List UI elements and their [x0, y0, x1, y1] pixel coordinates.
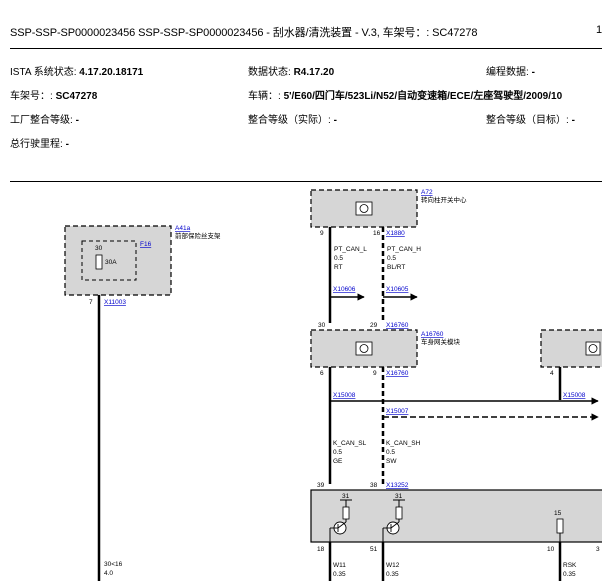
- pt-can-h-label: PT_CAN_H: [387, 246, 421, 253]
- a16760-id[interactable]: A16760: [421, 331, 444, 338]
- pin-3: 3: [596, 546, 600, 553]
- total-mileage-label: 总行驶里程:: [10, 139, 66, 150]
- ista-status-label: ISTA 系统状态:: [10, 67, 80, 78]
- pin-9b: 9: [373, 370, 377, 377]
- total-mileage: 总行驶里程: -: [10, 135, 69, 150]
- pin-18: 18: [317, 546, 325, 553]
- rsk-size: 0.35: [563, 571, 576, 578]
- f16-rating: 30A: [105, 259, 117, 266]
- x13252-link[interactable]: X13252: [386, 482, 409, 489]
- pin-7: 7: [89, 299, 93, 306]
- vehicle-value: 5'/E60/四门车/523Li/N52/自动变速箱/ECE/左座驾驶型/200…: [283, 91, 563, 102]
- vin: 车架号：: SC47278: [10, 87, 97, 102]
- pin-30: 30: [318, 322, 326, 329]
- document-title: SSP-SSP-SP0000023456 SSP-SSP-SP000002345…: [10, 27, 478, 39]
- pin-9: 9: [320, 230, 324, 237]
- ista-status: ISTA 系统状态: 4.17.20.18171: [10, 63, 143, 78]
- x15008-right-link[interactable]: X15008: [563, 392, 586, 399]
- right-module-box: [540, 329, 602, 368]
- page-number: 1: [596, 24, 602, 36]
- wiper-control-module-box: [310, 489, 602, 543]
- target-integration-label: 整合等级（目标）:: [486, 115, 572, 126]
- target-integration-level: 整合等级（目标）: -: [486, 111, 575, 126]
- fuse-icon: [95, 254, 103, 270]
- pin-51: 51: [370, 546, 378, 553]
- front-fuse-carrier: [64, 225, 172, 296]
- pt-can-l-size: 0.5: [334, 255, 343, 262]
- pin-31b: 31: [395, 493, 403, 500]
- pt-can-h-size: 0.5: [387, 255, 396, 262]
- a72-id[interactable]: A72: [421, 189, 433, 196]
- steering-column-switch-box: [310, 189, 418, 228]
- programming-data-label: 编程数据:: [486, 67, 532, 78]
- pin-6: 6: [320, 370, 324, 377]
- k-can-sh-color: SW: [386, 458, 397, 465]
- target-integration-value: -: [571, 115, 575, 126]
- programming-data: 编程数据: -: [486, 63, 535, 78]
- vin-label: 车架号：:: [10, 91, 56, 102]
- transistor-1: 31: [329, 493, 352, 542]
- diagram-divider: [10, 181, 602, 182]
- actual-integration-value: -: [333, 115, 337, 126]
- a41a-id[interactable]: A41a: [175, 225, 191, 232]
- x16760-bottom-link[interactable]: X16760: [386, 370, 409, 377]
- data-status: 数据状态: R4.17.20: [248, 63, 334, 78]
- total-mileage-value: -: [65, 139, 69, 150]
- x10605-link[interactable]: X10605: [386, 286, 409, 293]
- data-status-value: R4.17.20: [293, 67, 335, 78]
- factory-integration-level: 工厂整合等级: -: [10, 111, 79, 126]
- pin-16: 16: [373, 230, 381, 237]
- pin-15: 15: [554, 510, 562, 517]
- ista-status-value: 4.17.20.18171: [79, 67, 144, 78]
- f16-pin: 30: [95, 245, 103, 252]
- pin-4: 4: [550, 370, 554, 377]
- pin-38: 38: [370, 482, 378, 489]
- module-icon: [355, 341, 373, 356]
- right-module-icon: [585, 341, 601, 356]
- f16-id[interactable]: F16: [140, 241, 152, 248]
- k-can-sl-color: GE: [333, 458, 343, 465]
- pin-31a: 31: [342, 493, 350, 500]
- pt-can-l-color: RT: [334, 264, 343, 271]
- wire-30-name: 30<16: [104, 561, 123, 568]
- transistor-2: 31: [382, 493, 405, 542]
- a41a-name: 前部保险丝支架: [175, 231, 221, 240]
- data-status-label: 数据状态:: [248, 67, 294, 78]
- vin-value: SC47278: [55, 91, 98, 102]
- k-can-sh-size: 0.5: [386, 449, 395, 456]
- resistor-15: 15: [554, 510, 564, 542]
- pin-10: 10: [547, 546, 555, 553]
- w12-label: W12: [386, 562, 400, 569]
- vehicle: 车辆：: 5'/E60/四门车/523Li/N52/自动变速箱/ECE/左座驾驶…: [248, 87, 562, 102]
- vehicle-label: 车辆：:: [248, 91, 284, 102]
- x11003-link[interactable]: X11003: [104, 299, 126, 306]
- pt-can-h-color: BL/RT: [387, 264, 405, 271]
- w12-size: 0.35: [386, 571, 399, 578]
- pin-39: 39: [317, 482, 325, 489]
- x1880-link[interactable]: X1880: [386, 230, 405, 237]
- wire-30-size: 4.0: [104, 570, 113, 577]
- pin-29: 29: [370, 322, 378, 329]
- x15007-link[interactable]: X15007: [386, 408, 409, 415]
- k-can-sl-size: 0.5: [333, 449, 342, 456]
- actual-integration-level: 整合等级（实际）: -: [248, 111, 337, 126]
- a16760-name: 车身网关模块: [421, 337, 461, 346]
- factory-integration-value: -: [75, 115, 79, 126]
- k-can-sl-label: K_CAN_SL: [333, 440, 367, 447]
- w11-label: W11: [333, 562, 346, 569]
- actual-integration-label: 整合等级（实际）:: [248, 115, 334, 126]
- x10606-link[interactable]: X10606: [333, 286, 356, 293]
- w11-size: 0.35: [333, 571, 346, 578]
- x16760-top-link[interactable]: X16760: [386, 322, 409, 329]
- k-can-sh-label: K_CAN_SH: [386, 440, 421, 447]
- header-divider: [10, 48, 602, 49]
- x15008-left-link[interactable]: X15008: [333, 392, 356, 399]
- programming-data-value: -: [531, 67, 535, 78]
- pt-can-l-label: PT_CAN_L: [334, 246, 367, 253]
- a72-name: 转向柱开关中心: [421, 195, 467, 204]
- steering-wheel-icon: [355, 201, 373, 216]
- factory-integration-label: 工厂整合等级:: [10, 115, 76, 126]
- rsk-label: RSK: [563, 562, 577, 569]
